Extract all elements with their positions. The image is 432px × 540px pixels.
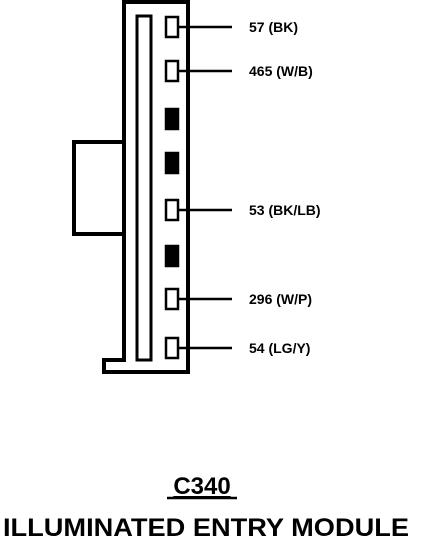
connector-inner-slot: [135, 14, 153, 362]
pin-cavity-wired: [164, 336, 180, 360]
connector-locking-tab: [72, 140, 124, 236]
pin-cavity-wired: [164, 198, 180, 222]
pin-cavity-wired: [164, 287, 180, 311]
pin-cavity-empty: [164, 244, 180, 268]
pin-cavity-wired: [164, 59, 180, 83]
pin-label: 53 (BK/LB): [249, 202, 321, 218]
pin-cavity-wired: [164, 15, 180, 39]
pin-cavities: 57 (BK) 465 (W/B) 53 (BK/LB) 296 (W/P) 54 (L…: [164, 15, 321, 360]
pin-label: 54 (LG/Y): [249, 340, 310, 356]
pin-cavity-empty: [164, 151, 180, 175]
pin-label: 465 (W/B): [249, 63, 313, 79]
pin-label: 296 (W/P): [249, 291, 312, 307]
pin-label: 57 (BK): [249, 19, 298, 35]
connector-id: C340: [173, 473, 230, 500]
connector-housing: [102, 0, 190, 374]
module-title: ILLUMINATED ENTRY MODULE: [3, 514, 409, 540]
pin-cavity-empty: [164, 107, 180, 131]
